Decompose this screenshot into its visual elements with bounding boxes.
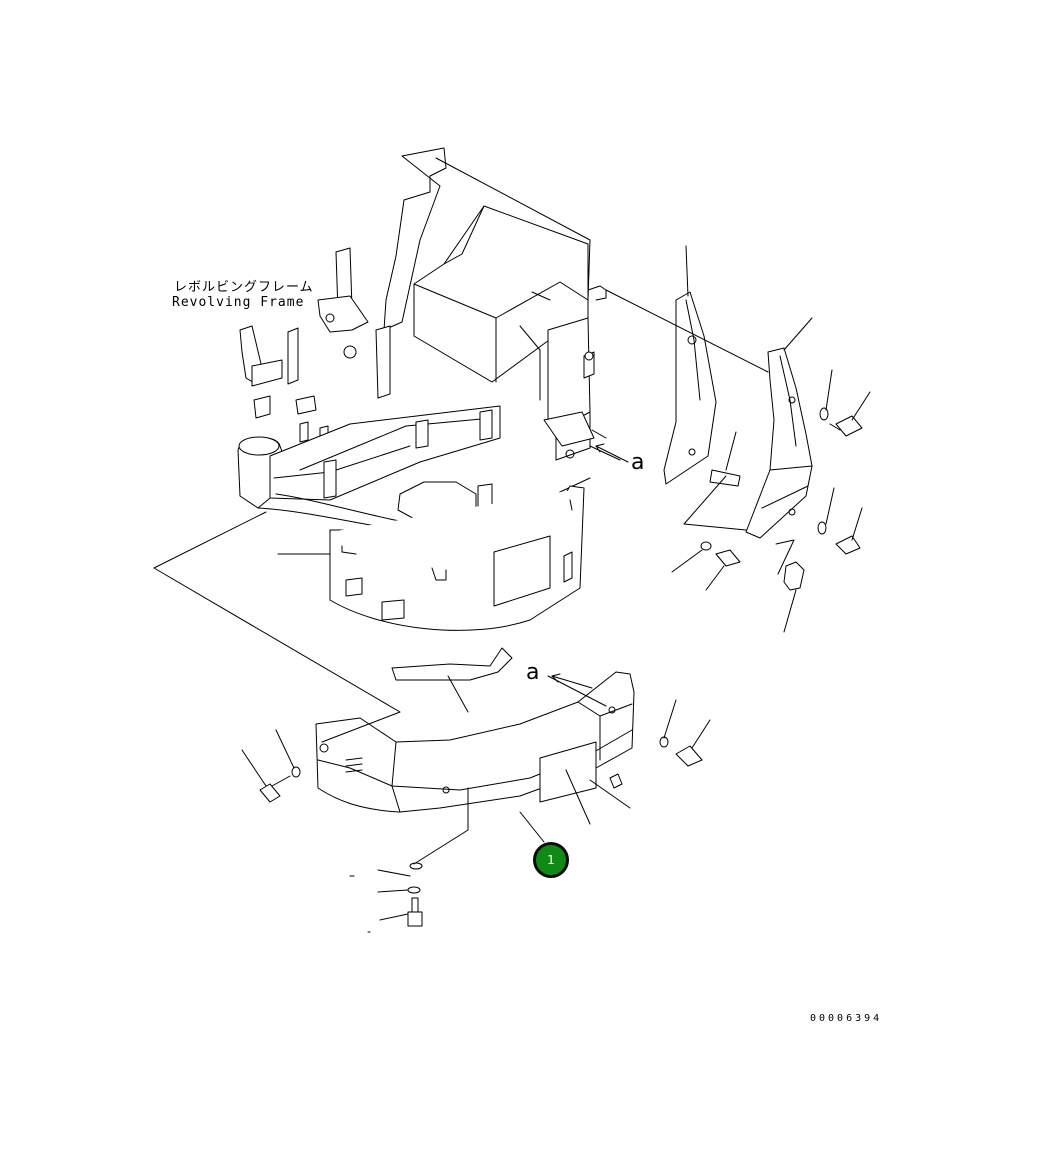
washer-icon — [409, 862, 423, 870]
counterweight-bracket-plate — [329, 485, 585, 631]
small-bracket — [709, 469, 741, 487]
bolt-icon — [675, 745, 703, 767]
frame-label-english: Revolving Frame — [172, 295, 305, 310]
bolt-icon — [715, 549, 741, 567]
bolt-icon — [407, 897, 423, 927]
counterweight — [315, 671, 635, 813]
side-cover-left-piece — [663, 291, 717, 485]
washer-icon — [817, 521, 827, 535]
view-arrow — [551, 443, 629, 689]
side-cover-right-piece — [745, 347, 813, 539]
washer-icon — [819, 407, 829, 421]
leader-lines — [153, 245, 871, 933]
bolt-icon — [259, 775, 291, 803]
bolt-icon — [835, 535, 861, 555]
nut-icon — [609, 773, 623, 789]
drawing-number: 00006394 — [810, 1013, 883, 1024]
frame-label-japanese: レボルビングフレーム — [174, 280, 314, 295]
revolving-frame — [237, 147, 607, 536]
washer-icon — [700, 541, 712, 551]
view-marker-a-bottom: a — [526, 660, 540, 685]
part-callout-1[interactable]: 1 — [533, 842, 569, 878]
rubber-block — [783, 561, 805, 591]
washer-icon — [407, 886, 421, 894]
bolt-icon — [829, 415, 863, 437]
view-marker-a-top: a — [631, 450, 645, 475]
cover-plate — [391, 647, 513, 713]
washer-icon — [291, 766, 301, 778]
